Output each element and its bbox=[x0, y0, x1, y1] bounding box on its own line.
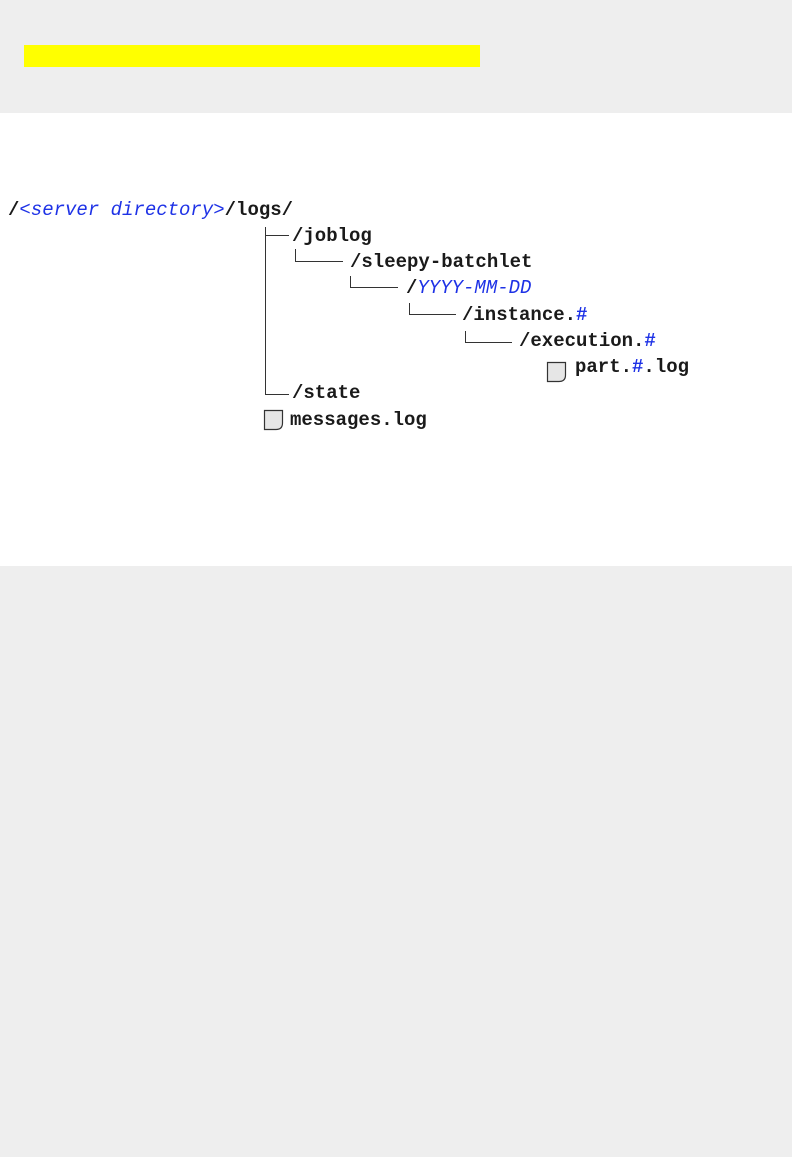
connector-date bbox=[350, 287, 398, 288]
instance-label: /instance. bbox=[462, 304, 577, 326]
connector-date-vertical bbox=[350, 276, 351, 288]
connector-sleepy bbox=[295, 261, 343, 262]
part-suffix: .log bbox=[643, 356, 690, 378]
diagram-panel: /<server directory>/logs/ /joblog /sleep… bbox=[0, 113, 792, 566]
connector-instance bbox=[409, 314, 456, 315]
connector-instance-vertical bbox=[409, 303, 410, 315]
execution-label: /execution. bbox=[519, 330, 645, 352]
document-icon bbox=[263, 409, 284, 431]
connector-state bbox=[265, 394, 289, 395]
connector-joblog bbox=[265, 235, 289, 236]
highlight-bar bbox=[24, 45, 480, 67]
connector-sleepy-vertical bbox=[295, 249, 296, 262]
date-slash: / bbox=[406, 277, 418, 299]
document-icon bbox=[546, 361, 567, 383]
execution-hash: # bbox=[644, 330, 656, 352]
joblog-dir: /joblog bbox=[292, 225, 372, 247]
sleepy-batchlet-dir: /sleepy-batchlet bbox=[350, 251, 533, 273]
root-slash: / bbox=[8, 199, 20, 221]
connector-execution bbox=[465, 342, 512, 343]
part-hash: # bbox=[632, 356, 644, 378]
date-dir: /YYYY-MM-DD bbox=[406, 277, 531, 299]
part-prefix: part. bbox=[575, 356, 633, 378]
instance-hash: # bbox=[576, 304, 588, 326]
date-placeholder: YYYY-MM-DD bbox=[417, 277, 532, 299]
state-dir: /state bbox=[292, 382, 361, 404]
server-directory-placeholder: <server directory> bbox=[19, 199, 225, 221]
connector-logs-vertical bbox=[265, 227, 266, 395]
root-path: /<server directory>/logs/ bbox=[8, 199, 293, 221]
part-log-file: part.#.log bbox=[575, 356, 689, 378]
connector-execution-vertical bbox=[465, 331, 466, 343]
execution-dir: /execution.# bbox=[519, 330, 656, 352]
logs-dir: /logs/ bbox=[224, 199, 294, 221]
instance-dir: /instance.# bbox=[462, 304, 587, 326]
messages-log-file: messages.log bbox=[290, 409, 427, 431]
